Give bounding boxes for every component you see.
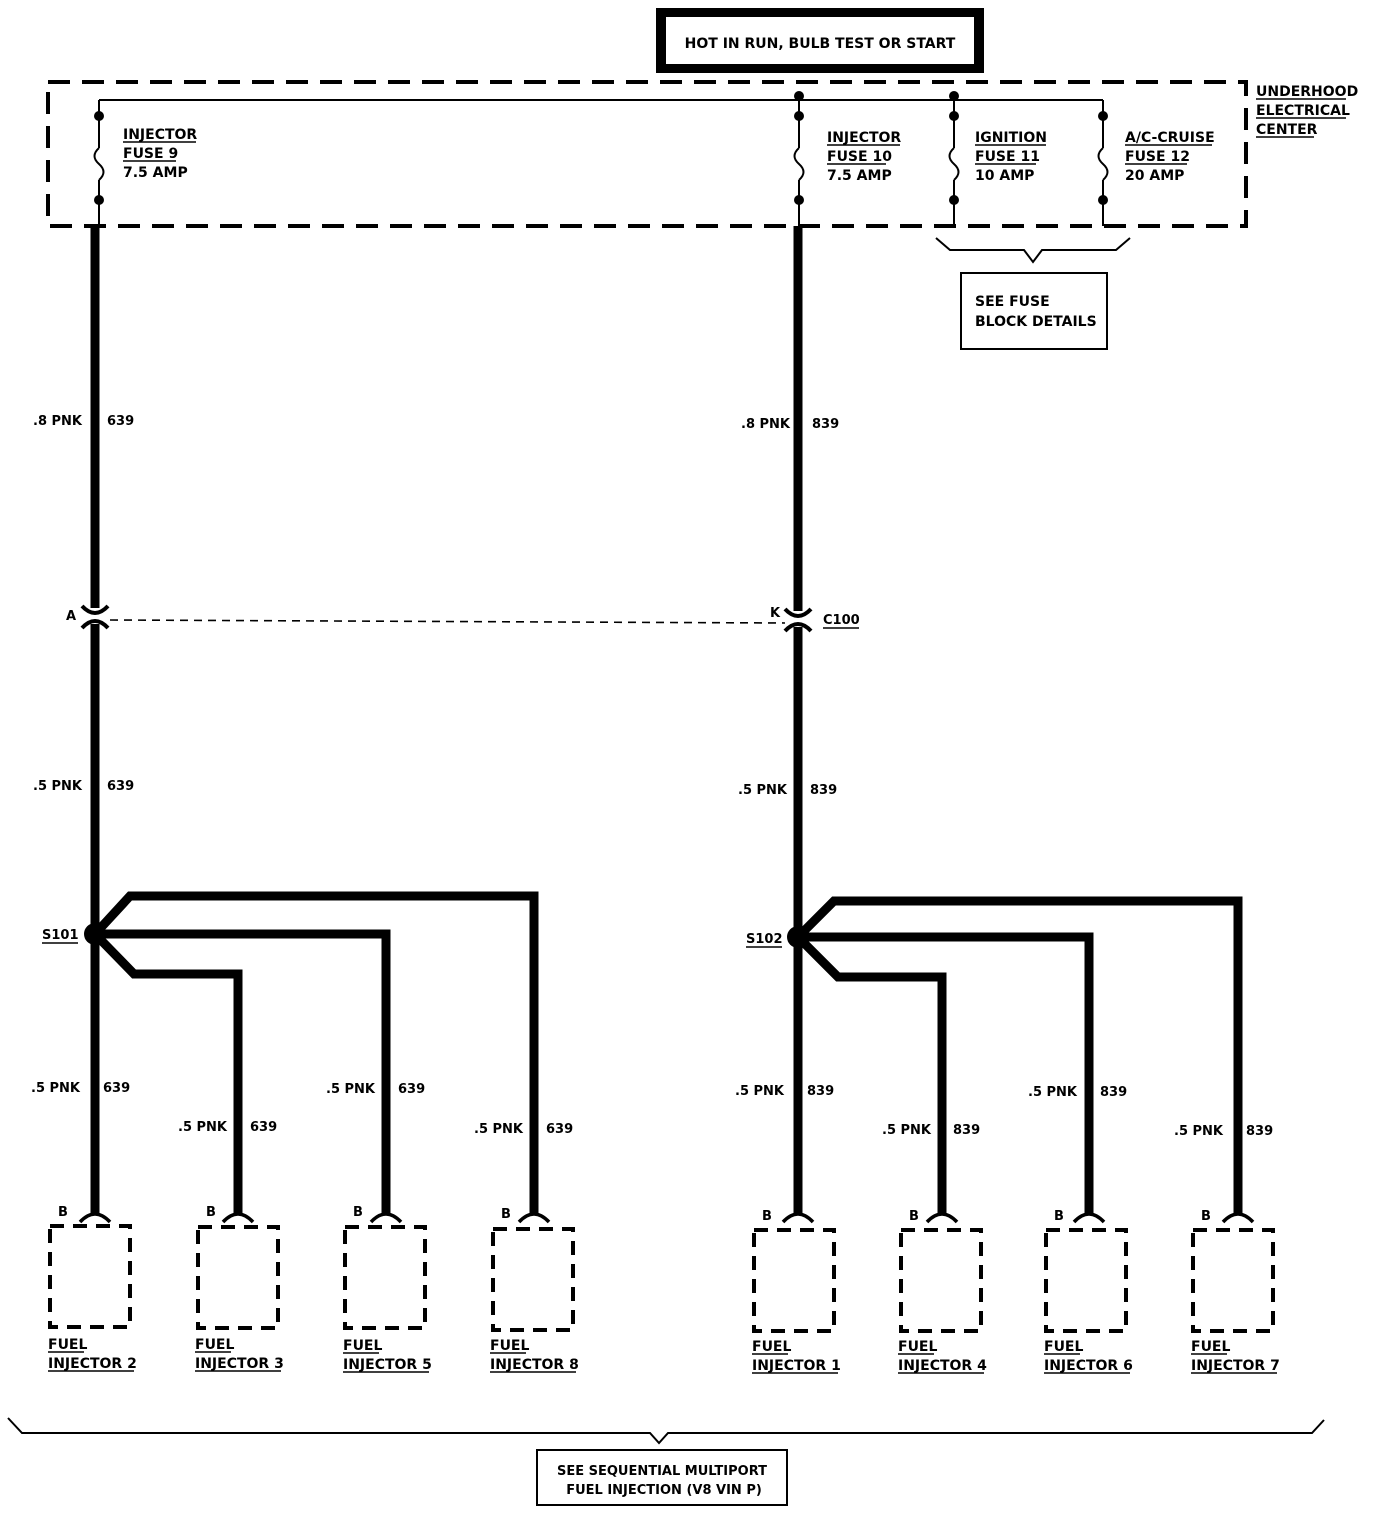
injector-pin: B [1054,1209,1064,1224]
fuel-injector-5: B FUEL INJECTOR 5 [343,1205,432,1373]
injector-label: INJECTOR 5 [343,1357,432,1373]
injector-wire-gauge: .5 PNK [882,1123,932,1138]
injector-pin: B [762,1209,772,1224]
injector-pin: B [501,1207,511,1222]
injector-wire-circuit: 639 [103,1081,130,1096]
fuse-block-brace [935,237,1131,264]
injector-wire-circuit: 839 [1246,1124,1273,1139]
fuse-name: A/C-CRUISE [1125,130,1215,146]
wire-gauge-label: .8 PNK [741,417,791,432]
fuel-injector-4: B FUEL INJECTOR 4 [898,1209,987,1374]
injector-label: FUEL [343,1338,382,1354]
injector-label: FUEL [490,1338,529,1354]
fuse-number: FUSE 9 [123,146,178,162]
power-source-label: HOT IN RUN, BULB TEST OR START [685,36,956,52]
splice-label: S101 [42,928,79,943]
fuse-rating: 10 AMP [975,168,1034,184]
fuse-number: FUSE 10 [827,149,892,165]
fuse-name: INJECTOR [123,127,197,143]
fuel-injector-6: B FUEL INJECTOR 6 [1044,1209,1133,1374]
injector-pin: B [58,1205,68,1220]
injector-label: FUEL [752,1339,791,1355]
splice-label: S102 [746,932,783,947]
fuse-name: IGNITION [975,130,1047,146]
fuse-11: IGNITION FUSE 11 10 AMP [948,100,1047,226]
wire-circuit-label: 839 [810,783,837,798]
fuse-rating: 7.5 AMP [123,165,188,181]
footer-note: SEE SEQUENTIAL MULTIPORT FUEL INJECTION … [536,1449,788,1506]
injector-wire-gauge: .5 PNK [326,1082,376,1097]
injector-label: FUEL [195,1337,234,1353]
injector-wire-circuit: 639 [546,1122,573,1137]
svg-text:CENTER: CENTER [1256,122,1318,138]
injector-wire-gauge: .5 PNK [178,1120,228,1135]
injector-wire-circuit: 639 [250,1120,277,1135]
injector-label: INJECTOR 3 [195,1356,284,1372]
splice-s101-branches: S101 [42,891,539,1214]
splice-s101 [84,923,106,945]
power-source-box: HOT IN RUN, BULB TEST OR START [656,8,984,73]
injector-label: INJECTOR 4 [898,1358,987,1374]
injector-wire-circuit: 839 [953,1123,980,1138]
fuse-rating: 7.5 AMP [827,168,892,184]
injector-pin: B [909,1209,919,1224]
fuel-injector-2: B FUEL INJECTOR 2 [48,1205,137,1372]
injector-label: FUEL [1044,1339,1083,1355]
svg-text:FUEL INJECTION (V8 VIN P): FUEL INJECTION (V8 VIN P) [566,1483,762,1498]
fuse-number: FUSE 12 [1125,149,1190,165]
injector-label: FUEL [898,1339,937,1355]
connector-c100: A K C100 [66,604,860,633]
svg-text:BLOCK DETAILS: BLOCK DETAILS [975,314,1097,330]
electrical-center-outline [46,80,1248,228]
wire-circuit-label: 839 [812,417,839,432]
fuse-rating: 20 AMP [1125,168,1184,184]
connector-name: C100 [823,613,860,628]
injector-label: FUEL [48,1337,87,1353]
splice-s102-branches: S102 [746,896,1243,1214]
injector-wire-gauge: .5 PNK [735,1084,785,1099]
injector-label: FUEL [1191,1339,1230,1355]
connector-pin-a: A [66,609,76,624]
injector-label: INJECTOR 7 [1191,1358,1280,1374]
fuse-10: INJECTOR FUSE 10 7.5 AMP [793,100,901,224]
injector-wire-gauge: .5 PNK [1174,1124,1224,1139]
injector-label: INJECTOR 6 [1044,1358,1133,1374]
svg-text:ELECTRICAL: ELECTRICAL [1256,103,1350,119]
injector-wire-gauge: .5 PNK [31,1081,81,1096]
fuse-9: INJECTOR FUSE 9 7.5 AMP [93,100,197,224]
svg-text:SEE SEQUENTIAL MULTIPORT: SEE SEQUENTIAL MULTIPORT [557,1464,767,1479]
wire-gauge-label: .5 PNK [738,783,788,798]
injector-label: INJECTOR 8 [490,1357,579,1373]
fuel-injector-1: B FUEL INJECTOR 1 [752,1209,841,1374]
svg-text:SEE FUSE: SEE FUSE [975,294,1050,310]
injector-wire-circuit: 839 [1100,1085,1127,1100]
injector-pin: B [206,1205,216,1220]
injector-label: INJECTOR 1 [752,1358,841,1374]
injector-label: INJECTOR 2 [48,1356,137,1372]
injector-wire-gauge: .5 PNK [474,1122,524,1137]
injector-wire-circuit: 839 [807,1084,834,1099]
electrical-center-label: UNDERHOOD ELECTRICAL CENTER [1256,84,1358,138]
wire-circuit-label: 639 [107,779,134,794]
fuse-name: INJECTOR [827,130,901,146]
connector-pin-k: K [770,606,781,621]
wire-gauge-label: .8 PNK [33,414,83,429]
injector-wire-gauge: .5 PNK [1028,1085,1078,1100]
svg-text:UNDERHOOD: UNDERHOOD [1256,84,1358,100]
injector-pin: B [1201,1209,1211,1224]
fuel-injector-3: B FUEL INJECTOR 3 [195,1205,284,1372]
injector-pin: B [353,1205,363,1220]
fuse-number: FUSE 11 [975,149,1040,165]
injector-wire-circuit: 639 [398,1082,425,1097]
injectors-brace [7,1417,1325,1445]
fuel-injector-8: B FUEL INJECTOR 8 [490,1207,579,1373]
wire-gauge-label: .5 PNK [33,779,83,794]
wire-circuit-label: 639 [107,414,134,429]
splice-s102 [787,926,809,948]
fuel-injector-7: B FUEL INJECTOR 7 [1191,1209,1280,1374]
fuse-12: A/C-CRUISE FUSE 12 20 AMP [1097,100,1215,226]
fuse-block-note: SEE FUSE BLOCK DETAILS [960,272,1108,350]
